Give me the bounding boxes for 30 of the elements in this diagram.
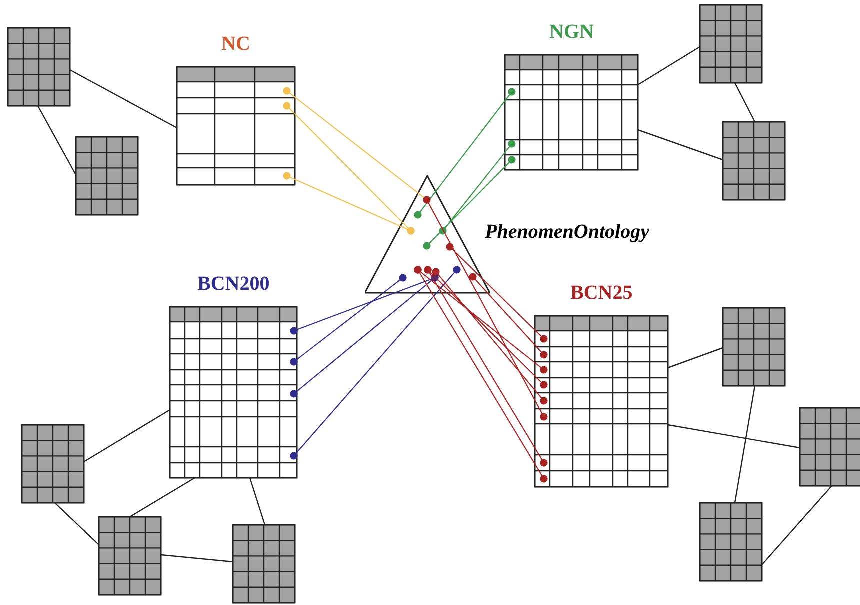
connector-line — [734, 82, 756, 122]
link-line — [423, 196, 548, 421]
link-line — [469, 273, 548, 359]
ontology-label: PhenomenOntology — [485, 221, 650, 243]
connector-line — [668, 424, 800, 449]
connector-line — [734, 386, 756, 504]
link-line — [290, 274, 407, 366]
table-title: NC — [222, 33, 250, 55]
link-line — [432, 268, 548, 405]
connector-line — [638, 46, 700, 86]
link-line — [283, 172, 415, 235]
connector-line — [762, 486, 832, 566]
connector-line — [70, 69, 178, 129]
table-title: NGN — [550, 21, 594, 43]
link-line — [290, 274, 439, 398]
connector-line — [37, 106, 77, 176]
link-line — [423, 156, 516, 250]
connector-line — [130, 477, 196, 518]
link-line — [290, 266, 461, 460]
connector-line — [638, 129, 724, 161]
table-title: BCN25 — [570, 282, 633, 304]
link-line — [414, 88, 516, 219]
connector-line — [84, 409, 170, 463]
connector-line — [160, 554, 234, 563]
connector-line — [668, 347, 724, 369]
connector-line — [54, 502, 100, 546]
link-line — [439, 140, 516, 235]
table-title: BCN200 — [198, 273, 270, 295]
link-line — [446, 243, 548, 343]
connector-line — [249, 478, 266, 526]
